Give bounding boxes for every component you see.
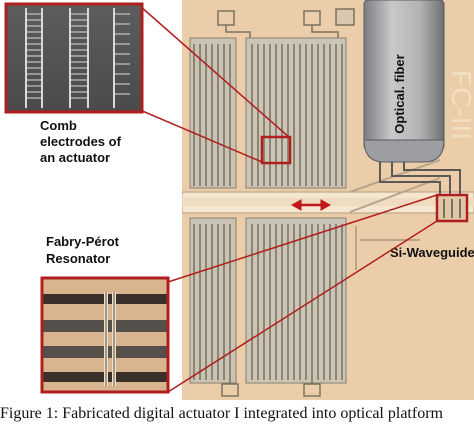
- optical-fiber-label: Optical. fiber: [392, 54, 407, 133]
- svg-text:an actuator: an actuator: [40, 150, 110, 165]
- comb-block-bottom: [245, 217, 347, 384]
- top-pads: [217, 8, 355, 38]
- si-waveguide-label: Si-Waveguide: [390, 245, 474, 260]
- resonator-inset: [40, 276, 170, 394]
- svg-text:Resonator: Resonator: [46, 251, 110, 266]
- bottom-pads: [221, 380, 321, 397]
- svg-text:Fabry-Pérot: Fabry-Pérot: [46, 234, 120, 249]
- comb-label: Comb electrodes of an actuator: [40, 118, 122, 165]
- electrode-block-bottom-left: [189, 217, 237, 384]
- comb-electrodes-inset: [4, 2, 144, 114]
- svg-text:electrodes of: electrodes of: [40, 134, 122, 149]
- zoom-connectors: [139, 5, 438, 393]
- fiber-rails: [379, 162, 461, 200]
- electrode-block-top-left: [189, 37, 237, 189]
- fabry-perot-label: Fabry-Pérot Resonator: [46, 234, 120, 266]
- svg-text:Comb: Comb: [40, 118, 77, 133]
- figure-caption: Figure 1: Fabricated digital actuator I …: [0, 405, 443, 422]
- actuation-arrow: [290, 199, 332, 211]
- chip-marking: FC-III: [446, 70, 474, 140]
- comb-highlight-box: [260, 135, 292, 165]
- optical-fiber: Optical. fiber: [363, 0, 445, 163]
